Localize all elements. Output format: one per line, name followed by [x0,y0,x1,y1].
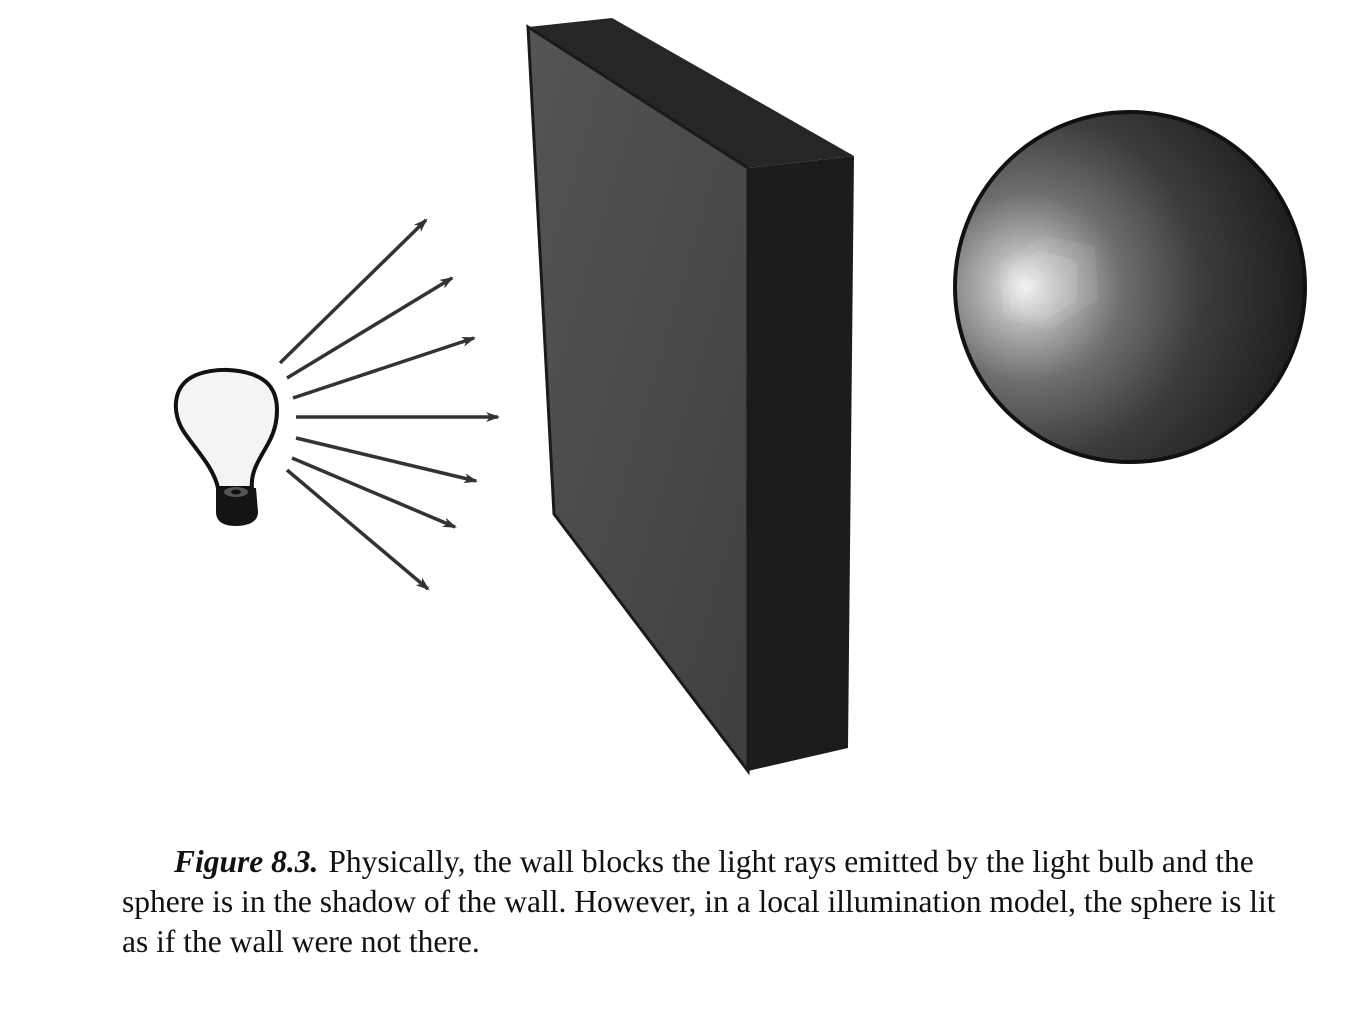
wall-front-face [528,27,748,771]
figure-caption: Figure 8.3.Physically, the wall blocks t… [122,842,1297,962]
sphere-body [953,110,1307,464]
light-ray-arrow [286,276,454,380]
wall-side-face [748,156,854,771]
illustration [173,18,1307,776]
light-rays [278,218,500,591]
light-ray-arrow [285,468,430,591]
wall-block [526,18,854,776]
bulb-glass [173,367,279,490]
sphere-highlight-facet [1008,250,1078,322]
sphere [953,110,1307,464]
light-ray-arrow [278,218,428,365]
figure-label: Figure 8.3. [174,844,319,879]
bulb-base [216,488,258,526]
wall-front-edge [526,24,750,776]
light-bulb-icon [173,367,279,526]
bulb-base-hole [231,489,241,495]
light-ray-arrow [295,436,478,484]
sphere-highlight-facet [1000,236,1098,330]
caption-text: Physically, the wall blocks the light ra… [122,844,1276,959]
light-ray-arrow [291,456,457,529]
wall-top-face [528,18,854,168]
light-ray-arrow [292,336,476,400]
